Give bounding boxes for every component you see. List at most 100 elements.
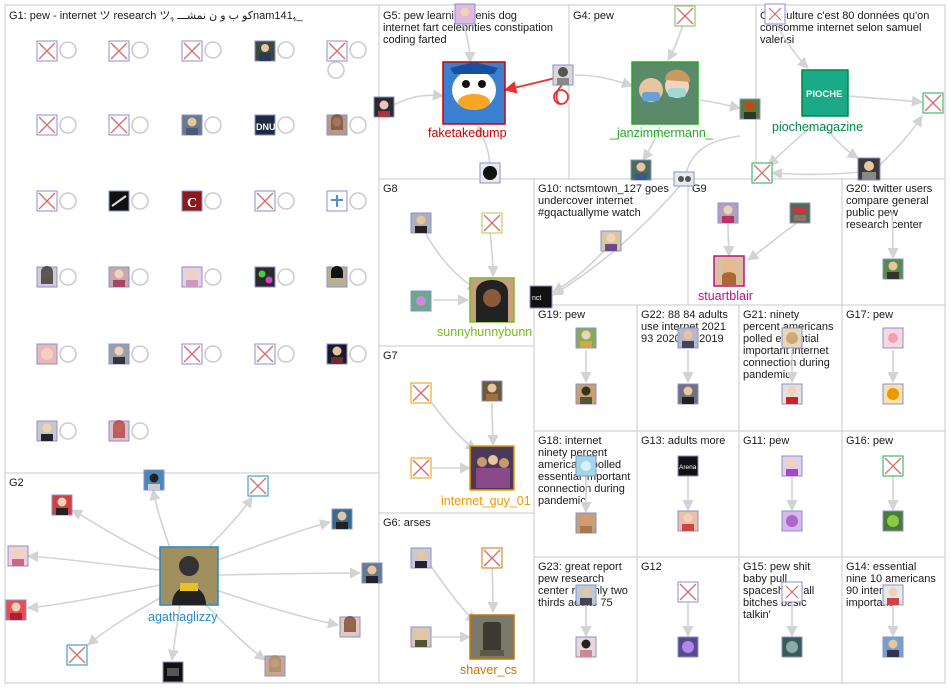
piochemagazine-avatar[interactable]: PIOCHE	[801, 69, 849, 117]
user-avatar[interactable]	[108, 343, 130, 365]
user-avatar[interactable]	[254, 266, 276, 288]
user-avatar[interactable]	[326, 343, 348, 365]
user-avatar[interactable]	[264, 655, 286, 677]
user-avatar[interactable]	[181, 266, 203, 288]
user-avatar[interactable]	[254, 40, 276, 62]
user-avatar[interactable]: Arena	[677, 455, 699, 477]
user-avatar[interactable]	[326, 190, 348, 212]
janzimmermann-label[interactable]: _janzimmermann_	[609, 126, 714, 140]
user-avatar[interactable]	[789, 202, 811, 224]
user-avatar[interactable]	[677, 636, 699, 658]
user-avatar[interactable]	[339, 616, 361, 638]
user-avatar[interactable]	[600, 230, 622, 252]
user-avatar[interactable]	[882, 327, 904, 349]
user-avatar[interactable]	[108, 190, 130, 212]
user-avatar[interactable]	[326, 266, 348, 288]
user-avatar[interactable]: DNU	[254, 114, 276, 136]
missing-avatar-icon[interactable]	[36, 40, 58, 62]
user-avatar[interactable]	[781, 510, 803, 532]
user-avatar[interactable]	[781, 581, 803, 603]
missing-avatar-icon[interactable]	[326, 40, 348, 62]
user-avatar[interactable]	[630, 159, 652, 181]
user-avatar[interactable]	[677, 327, 699, 349]
user-avatar[interactable]	[781, 327, 803, 349]
user-avatar[interactable]	[764, 3, 786, 25]
user-avatar[interactable]	[552, 64, 574, 86]
missing-avatar-icon[interactable]	[254, 343, 276, 365]
missing-avatar-icon[interactable]	[108, 40, 130, 62]
stuartblair-label[interactable]: stuartblair	[698, 289, 753, 303]
user-avatar[interactable]	[410, 547, 432, 569]
missing-avatar-icon[interactable]	[481, 547, 503, 569]
user-avatar[interactable]	[181, 114, 203, 136]
user-avatar[interactable]	[575, 455, 597, 477]
missing-avatar-icon[interactable]	[410, 382, 432, 404]
agathaglizzy-label[interactable]: agathaglizzy	[148, 610, 218, 624]
missing-avatar-icon[interactable]	[181, 343, 203, 365]
user-avatar[interactable]	[410, 290, 432, 312]
piochemagazine-label[interactable]: piochemagazine	[772, 120, 863, 134]
user-avatar[interactable]	[575, 512, 597, 534]
user-avatar[interactable]	[882, 636, 904, 658]
shaver-cs-label[interactable]: shaver_cs	[460, 663, 517, 677]
user-avatar[interactable]	[373, 96, 395, 118]
faketakedump-label[interactable]: faketakedump	[428, 126, 507, 140]
missing-avatar-icon[interactable]	[882, 455, 904, 477]
user-avatar[interactable]	[882, 510, 904, 532]
stuartblair-avatar[interactable]	[713, 255, 745, 287]
user-avatar[interactable]	[361, 562, 383, 584]
missing-avatar-icon[interactable]	[247, 475, 269, 497]
user-avatar[interactable]	[162, 661, 184, 683]
user-avatar[interactable]	[882, 258, 904, 280]
user-avatar[interactable]	[143, 469, 165, 491]
user-avatar[interactable]	[36, 266, 58, 288]
janzimmermann-avatar[interactable]	[631, 61, 699, 125]
user-avatar[interactable]	[454, 3, 476, 25]
user-avatar[interactable]: nct	[529, 285, 553, 309]
user-avatar[interactable]	[857, 157, 881, 181]
missing-avatar-icon[interactable]	[751, 162, 773, 184]
user-avatar[interactable]	[677, 383, 699, 405]
user-avatar[interactable]	[326, 114, 348, 136]
missing-avatar-icon[interactable]	[36, 190, 58, 212]
user-avatar[interactable]	[410, 626, 432, 648]
user-avatar[interactable]	[781, 455, 803, 477]
missing-avatar-icon[interactable]	[922, 92, 944, 114]
missing-avatar-icon[interactable]	[254, 190, 276, 212]
user-avatar[interactable]	[575, 584, 597, 606]
user-avatar[interactable]	[479, 162, 501, 184]
sunnyhunnybunn-avatar[interactable]	[469, 277, 515, 323]
user-avatar[interactable]	[481, 380, 503, 402]
user-avatar[interactable]	[108, 266, 130, 288]
missing-avatar-icon[interactable]	[410, 457, 432, 479]
agathaglizzy-avatar[interactable]	[159, 546, 219, 606]
user-avatar[interactable]	[882, 584, 904, 606]
missing-avatar-icon[interactable]	[674, 5, 696, 27]
user-avatar[interactable]	[717, 202, 739, 224]
user-avatar[interactable]	[7, 545, 29, 567]
user-avatar[interactable]	[677, 510, 699, 532]
user-avatar[interactable]	[108, 420, 130, 442]
user-avatar[interactable]	[36, 343, 58, 365]
user-avatar[interactable]	[575, 636, 597, 658]
missing-avatar-icon[interactable]	[36, 114, 58, 136]
user-avatar[interactable]: C	[181, 190, 203, 212]
missing-avatar-icon[interactable]	[181, 40, 203, 62]
user-avatar[interactable]	[882, 383, 904, 405]
user-avatar[interactable]	[781, 383, 803, 405]
faketakedump-avatar[interactable]	[442, 61, 506, 125]
missing-avatar-icon[interactable]	[108, 114, 130, 136]
user-avatar[interactable]	[575, 327, 597, 349]
user-avatar[interactable]	[51, 494, 73, 516]
user-avatar[interactable]	[5, 599, 27, 621]
shaver-cs-avatar[interactable]	[469, 614, 515, 660]
sunnyhunnybunn-label[interactable]: sunnyhunnybunn	[437, 325, 532, 339]
user-avatar[interactable]	[331, 508, 353, 530]
user-avatar[interactable]	[575, 383, 597, 405]
internet-guy-label[interactable]: internet_guy_01	[441, 494, 531, 508]
user-avatar[interactable]	[410, 212, 432, 234]
missing-avatar-icon[interactable]	[481, 212, 503, 234]
user-avatar[interactable]	[36, 420, 58, 442]
user-avatar[interactable]	[673, 171, 695, 187]
missing-avatar-icon[interactable]	[677, 581, 699, 603]
